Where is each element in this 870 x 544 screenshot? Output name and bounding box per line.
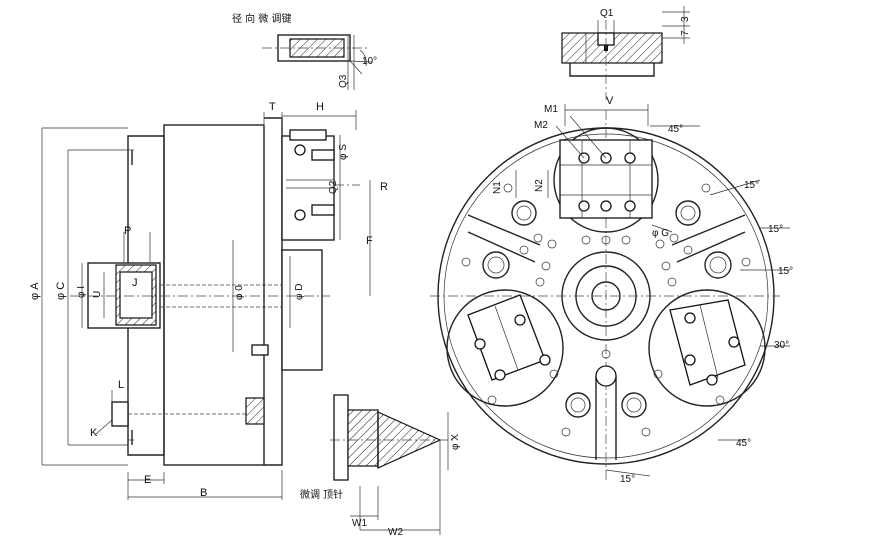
label-45a: 45°	[668, 124, 683, 135]
label-r: R	[380, 181, 388, 193]
label-15b: 15°	[768, 224, 783, 235]
label-l: L	[118, 379, 124, 391]
label-0: φ 0	[234, 285, 245, 300]
label-h: H	[316, 101, 324, 113]
label-w1: W1	[352, 518, 367, 529]
radial-key-detail	[262, 34, 373, 90]
front-view	[430, 104, 790, 480]
labels: 径 向 微 调键 Q1 3 7 Q3 10° T H φ S Q2 R F P …	[29, 8, 793, 538]
label-3: 3	[680, 16, 691, 22]
label-u: U	[92, 291, 103, 298]
label-15c: 15°	[778, 266, 793, 277]
label-b: B	[200, 487, 207, 499]
label-d: φ D	[294, 284, 305, 300]
label-x: φ X	[450, 434, 461, 450]
label-7: 7	[680, 30, 691, 36]
label-30: 30°	[774, 340, 789, 351]
label-n1: N1	[492, 181, 503, 194]
label-radial-key: 径 向 微 调键	[232, 12, 292, 25]
label-10deg: 10°	[362, 56, 377, 67]
side-view	[41, 110, 371, 500]
label-w2: W2	[388, 527, 403, 538]
label-f: F	[366, 235, 373, 247]
label-q2: Q2	[328, 180, 339, 194]
label-n2: N2	[534, 179, 545, 192]
label-q1: Q1	[600, 8, 614, 19]
label-15a: 15°	[744, 180, 759, 191]
top-jaw-section	[561, 6, 690, 100]
label-m2: M2	[534, 120, 548, 131]
label-p: P	[124, 225, 131, 237]
label-m1: M1	[544, 104, 558, 115]
center-pin-section	[330, 394, 455, 535]
label-g: φ G	[652, 228, 669, 239]
label-c: φ C	[55, 282, 67, 300]
label-fine-top: 微调 顶针	[300, 488, 343, 501]
label-k: K	[90, 427, 98, 439]
label-j: J	[132, 277, 138, 289]
label-45b: 45°	[736, 438, 751, 449]
label-i: φ I	[76, 286, 87, 298]
label-v: V	[606, 95, 614, 107]
label-a: φ A	[29, 282, 41, 300]
label-e: E	[144, 474, 151, 486]
label-15d: 15°	[620, 474, 635, 485]
label-t: T	[269, 101, 276, 113]
label-s: φ S	[338, 144, 349, 160]
label-q3: Q3	[338, 74, 349, 88]
